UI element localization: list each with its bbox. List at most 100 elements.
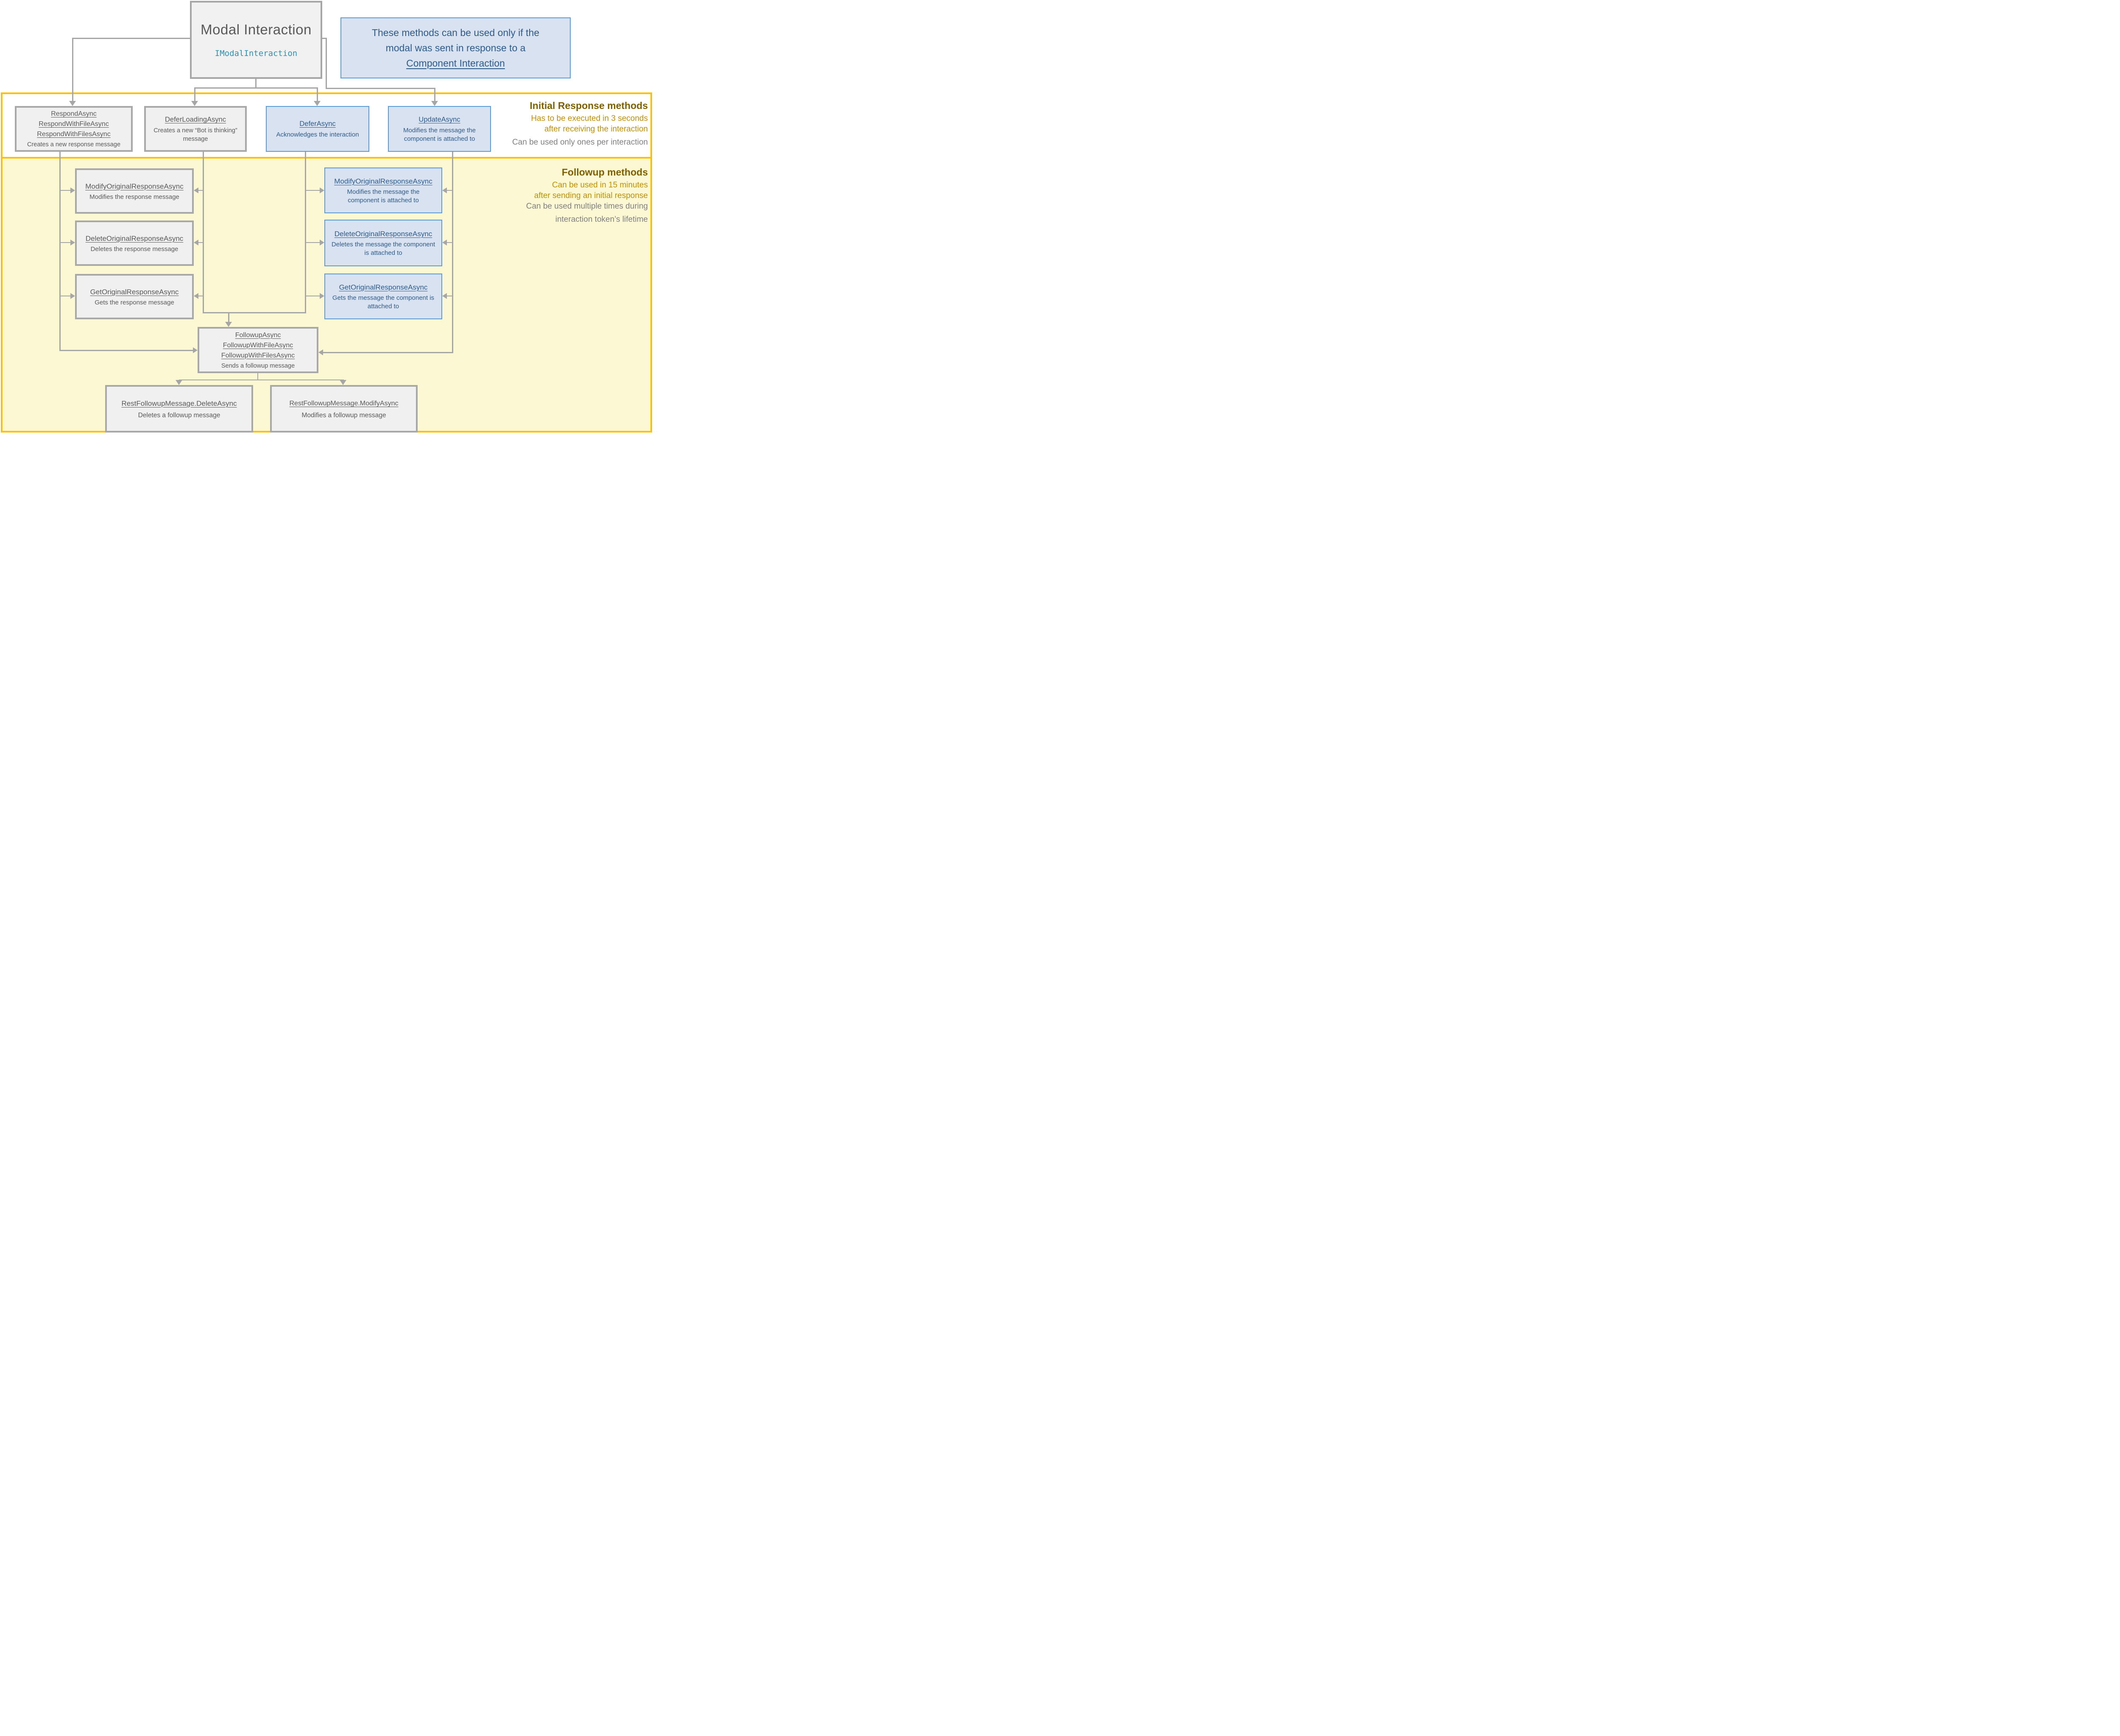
arrowhead-right-icon: [70, 293, 75, 299]
delete-original-response-node: DeleteOriginalResponseAsync Deletes the …: [75, 220, 194, 266]
followup-note: interaction token’s lifetime: [555, 215, 648, 224]
connector-line: [59, 350, 193, 351]
method-link[interactable]: UpdateAsync: [418, 116, 460, 123]
modify-original-response-component-node: ModifyOriginalResponseAsync Modifies the…: [324, 167, 442, 213]
followup-rule: after sending an initial response: [534, 191, 648, 200]
method-link[interactable]: DeleteOriginalResponseAsync: [334, 230, 432, 238]
method-description: Deletes the response message: [90, 246, 179, 253]
connector-line: [447, 190, 452, 191]
defer-async-node: DeferAsync Acknowledges the interaction: [266, 106, 369, 152]
arrowhead-down-icon: [431, 101, 438, 106]
method-link[interactable]: GetOriginalResponseAsync: [90, 288, 179, 296]
arrowhead-down-icon: [191, 101, 198, 106]
method-link[interactable]: RespondWithFilesAsync: [37, 131, 111, 138]
connector-line: [317, 87, 318, 101]
method-link[interactable]: RespondAsync: [51, 110, 97, 117]
method-link[interactable]: DeferLoadingAsync: [165, 116, 226, 123]
connector-line: [322, 38, 327, 39]
method-link[interactable]: FollowupWithFilesAsync: [221, 352, 295, 359]
connector-line: [434, 88, 435, 101]
method-link[interactable]: RestFollowupMessage.ModifyAsync: [289, 400, 399, 407]
connector-line: [326, 38, 327, 89]
connector-line: [203, 312, 306, 313]
arrowhead-left-icon: [194, 187, 198, 193]
method-description: Creates a new “Bot is thinking” message: [153, 127, 237, 142]
page-title: Modal Interaction: [201, 22, 312, 37]
method-description: Modifies a followup message: [301, 412, 386, 419]
arrowhead-right-icon: [320, 240, 324, 246]
connector-line: [323, 352, 453, 353]
connector-line: [194, 87, 195, 101]
connector-line: [452, 150, 453, 353]
method-link[interactable]: FollowupWithFileAsync: [223, 341, 293, 349]
method-description: Deletes a followup message: [138, 412, 220, 419]
arrowhead-right-icon: [320, 187, 324, 193]
method-link[interactable]: RespondWithFileAsync: [39, 120, 109, 128]
arrowhead-down-icon: [69, 101, 76, 106]
method-description: Modifies the response message: [89, 193, 179, 201]
initial-response-note: Can be used only ones per interaction: [512, 138, 648, 147]
modify-original-response-node: ModifyOriginalResponseAsync Modifies the…: [75, 168, 194, 214]
followup-annotation: Followup methods Can be used in 15 minut…: [526, 167, 648, 225]
component-interaction-note: These methods can be used only if the mo…: [340, 17, 571, 78]
arrowhead-left-icon: [194, 240, 198, 246]
interface-name: IModalInteraction: [215, 49, 298, 58]
method-description: Modifies the message the component is at…: [403, 127, 476, 142]
connector-line: [194, 87, 318, 89]
method-link[interactable]: ModifyOriginalResponseAsync: [85, 182, 184, 190]
method-description: Creates a new response message: [27, 141, 121, 148]
update-async-node: UpdateAsync Modifies the message the com…: [388, 106, 491, 152]
arrowhead-right-icon: [70, 240, 75, 246]
method-description: Gets the response message: [95, 299, 174, 306]
method-link[interactable]: RestFollowupMessage.DeleteAsync: [121, 399, 237, 407]
arrowhead-right-icon: [320, 293, 324, 299]
method-link[interactable]: ModifyOriginalResponseAsync: [334, 177, 432, 185]
connector-line: [59, 150, 61, 351]
arrowhead-down-icon: [176, 380, 182, 385]
method-link[interactable]: FollowupAsync: [235, 331, 281, 339]
method-description: Sends a followup message: [221, 362, 295, 369]
method-link[interactable]: GetOriginalResponseAsync: [339, 283, 428, 291]
connector-line: [305, 150, 306, 313]
respond-async-node: RespondAsync RespondWithFileAsync Respon…: [15, 106, 133, 152]
followup-async-node: FollowupAsync FollowupWithFileAsync Foll…: [198, 327, 318, 373]
connector-line: [61, 190, 71, 191]
connector-line: [72, 38, 190, 39]
connector-line: [228, 312, 229, 322]
note-line: These methods can be used only if the: [371, 27, 540, 38]
modal-interaction-node: Modal Interaction IModalInteraction: [190, 1, 322, 79]
followup-note: Can be used multiple times during: [526, 202, 648, 211]
component-interaction-link[interactable]: Component Interaction: [406, 58, 505, 69]
connector-line: [72, 38, 73, 101]
get-original-response-component-node: GetOriginalResponseAsync Gets the messag…: [324, 274, 442, 319]
method-description: Acknowledges the interaction: [276, 131, 359, 138]
rest-followup-delete-node: RestFollowupMessage.DeleteAsync Deletes …: [105, 385, 253, 433]
note-line: modal was sent in response to a: [385, 42, 526, 53]
arrowhead-right-icon: [70, 187, 75, 193]
arrowhead-left-icon: [442, 240, 447, 246]
connector-line: [255, 78, 257, 88]
connector-line: [306, 190, 320, 191]
connector-line: [326, 88, 435, 89]
arrowhead-left-icon: [318, 349, 323, 355]
initial-response-rule: after receiving the interaction: [544, 125, 648, 134]
delete-original-response-component-node: DeleteOriginalResponseAsync Deletes the …: [324, 220, 442, 266]
connector-line: [306, 242, 320, 243]
connector-line: [257, 373, 258, 380]
initial-response-heading: Initial Response methods: [530, 100, 648, 111]
arrowhead-left-icon: [194, 293, 198, 299]
method-link[interactable]: DeleteOriginalResponseAsync: [85, 234, 184, 243]
method-description: Deletes the message the component is att…: [331, 241, 435, 257]
connector-line: [198, 242, 203, 243]
followup-heading: Followup methods: [561, 167, 648, 178]
initial-response-annotation: Initial Response methods Has to be execu…: [512, 100, 648, 148]
connector-line: [61, 242, 71, 243]
connector-line: [447, 242, 452, 243]
initial-response-rule: Has to be executed in 3 seconds: [531, 114, 648, 123]
get-original-response-node: GetOriginalResponseAsync Gets the respon…: [75, 274, 194, 319]
method-link[interactable]: DeferAsync: [299, 120, 336, 128]
arrowhead-left-icon: [442, 293, 447, 299]
arrowhead-down-icon: [340, 380, 346, 385]
arrowhead-down-icon: [314, 101, 321, 106]
method-description: Gets the message the component is attach…: [332, 294, 435, 310]
